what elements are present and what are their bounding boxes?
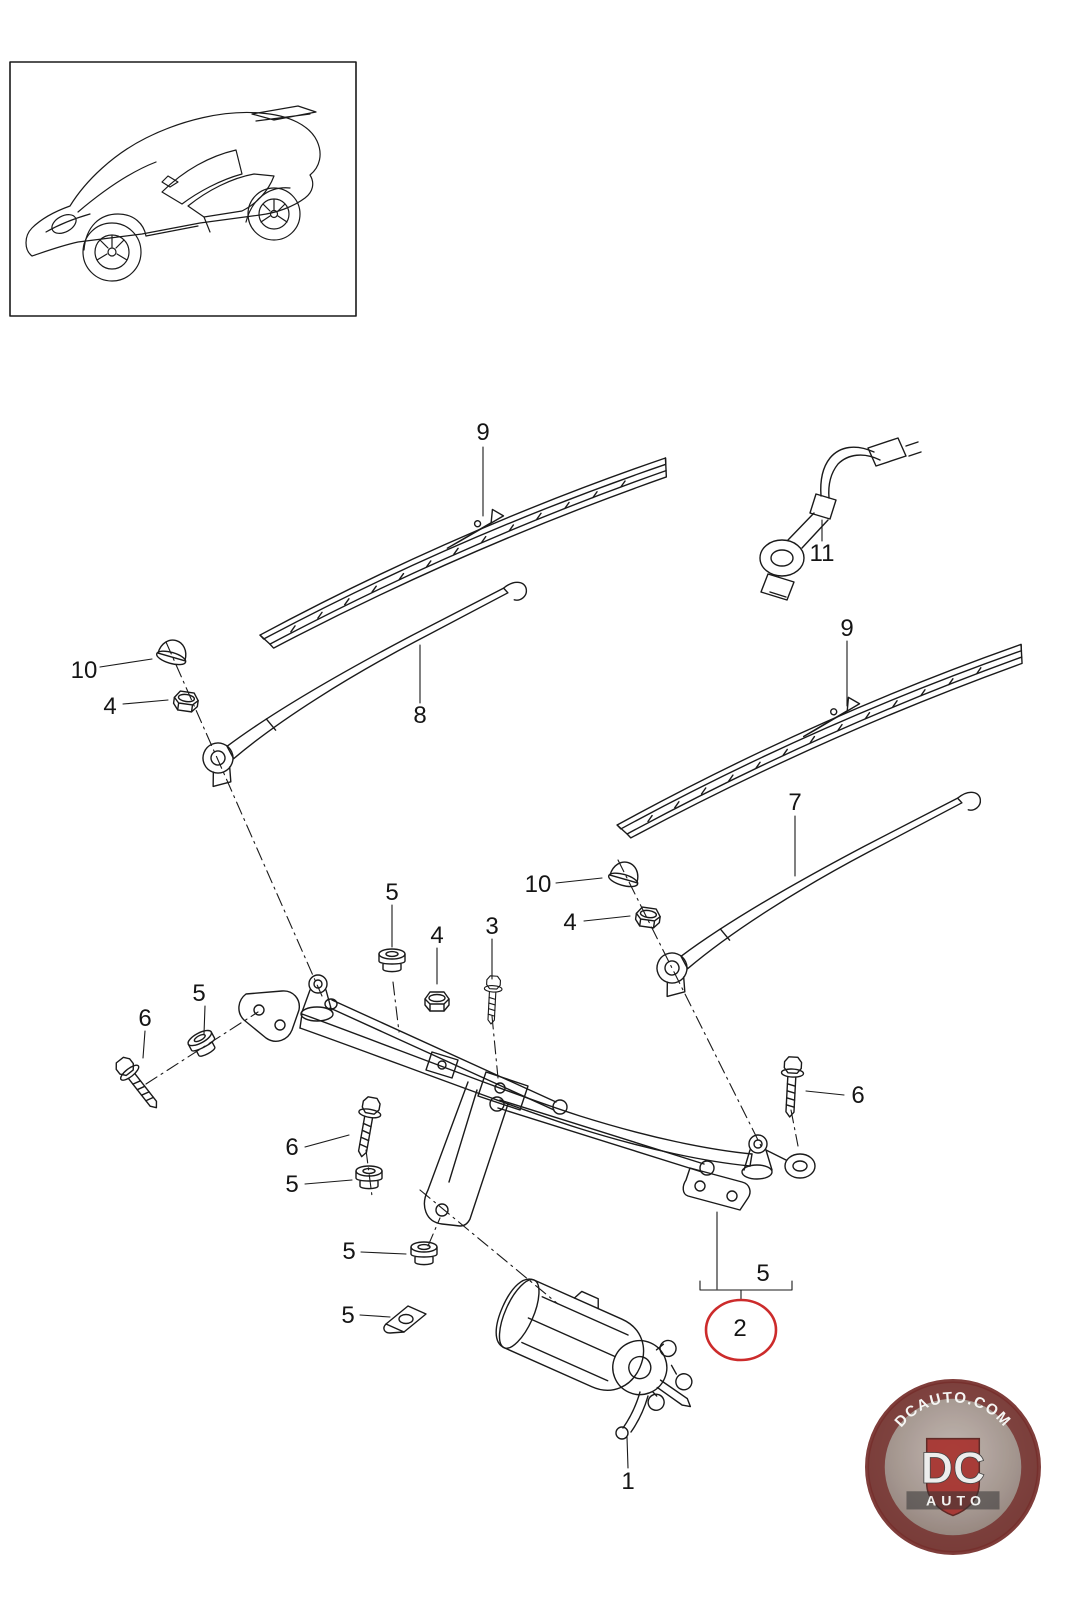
callout-9-blade-right[interactable]: 9 [840, 615, 854, 642]
logo-word-text: AUTO [926, 1492, 986, 1508]
callout-3-screw[interactable]: 3 [485, 913, 499, 940]
bolt-center [350, 1095, 385, 1160]
washer-valve-assembly [759, 437, 922, 601]
callout-10-cap-right[interactable]: 10 [524, 871, 552, 898]
callout-10-cap-left[interactable]: 10 [70, 657, 98, 684]
callout-5-clip[interactable]: 5 [341, 1302, 355, 1329]
wiper-blade-left [247, 444, 680, 652]
car-thumbnail-box [9, 61, 357, 317]
wiper-arm-left [186, 578, 550, 790]
dcauto-logo: DCAUTO.COM DC AUTO [865, 1379, 1041, 1555]
callout-11-washer-valve[interactable]: 11 [809, 540, 835, 567]
callout-5-grommet-top[interactable]: 5 [385, 879, 399, 906]
item-2-bracket [699, 1211, 793, 1300]
callout-5-grommet-center[interactable]: 5 [285, 1171, 299, 1198]
callout-6-bolt-right[interactable]: 6 [851, 1082, 865, 1109]
bolt-left [110, 1052, 167, 1115]
grommet-4 [410, 1241, 438, 1266]
callout-8-arm-left[interactable]: 8 [413, 702, 427, 729]
highlight-circle [704, 1298, 778, 1362]
wiper-motor [495, 1278, 693, 1440]
callout-6-bolt-left[interactable]: 6 [138, 1005, 152, 1032]
callout-2-linkage-frame[interactable]: 2 [733, 1315, 747, 1342]
frame-nut [424, 991, 450, 1012]
grommet-1 [378, 948, 406, 973]
car-line-drawing [25, 105, 321, 282]
wiper-linkage-frame [238, 974, 816, 1227]
spindle-cap-left [154, 635, 192, 669]
callout-5-grommet-lower[interactable]: 5 [342, 1238, 356, 1265]
callout-9-blade-left[interactable]: 9 [476, 419, 490, 446]
leader-lines [99, 446, 848, 1469]
callout-4-nut-left[interactable]: 4 [103, 693, 117, 720]
wiper-arm-right [640, 788, 1004, 1000]
spindle-nut-right [634, 905, 662, 930]
spindle-cap-right [606, 857, 644, 891]
logo-initials-text: DC [921, 1444, 985, 1493]
callout-6-bolt-center[interactable]: 6 [285, 1134, 299, 1161]
callout-4-nut-right[interactable]: 4 [563, 909, 577, 936]
callout-4-nut-frame[interactable]: 4 [430, 922, 444, 949]
callout-1-motor[interactable]: 1 [621, 1468, 635, 1495]
wiper-blade-right [603, 630, 1036, 842]
callout-5-bracket[interactable]: 5 [756, 1260, 770, 1287]
bolt-right [778, 1055, 806, 1119]
callout-7-arm-right[interactable]: 7 [788, 789, 802, 816]
callout-5-grommet-left[interactable]: 5 [192, 980, 206, 1007]
retainer-clip [383, 1305, 427, 1334]
spindle-nut-left [172, 689, 200, 714]
assembly-axes [145, 641, 799, 1305]
